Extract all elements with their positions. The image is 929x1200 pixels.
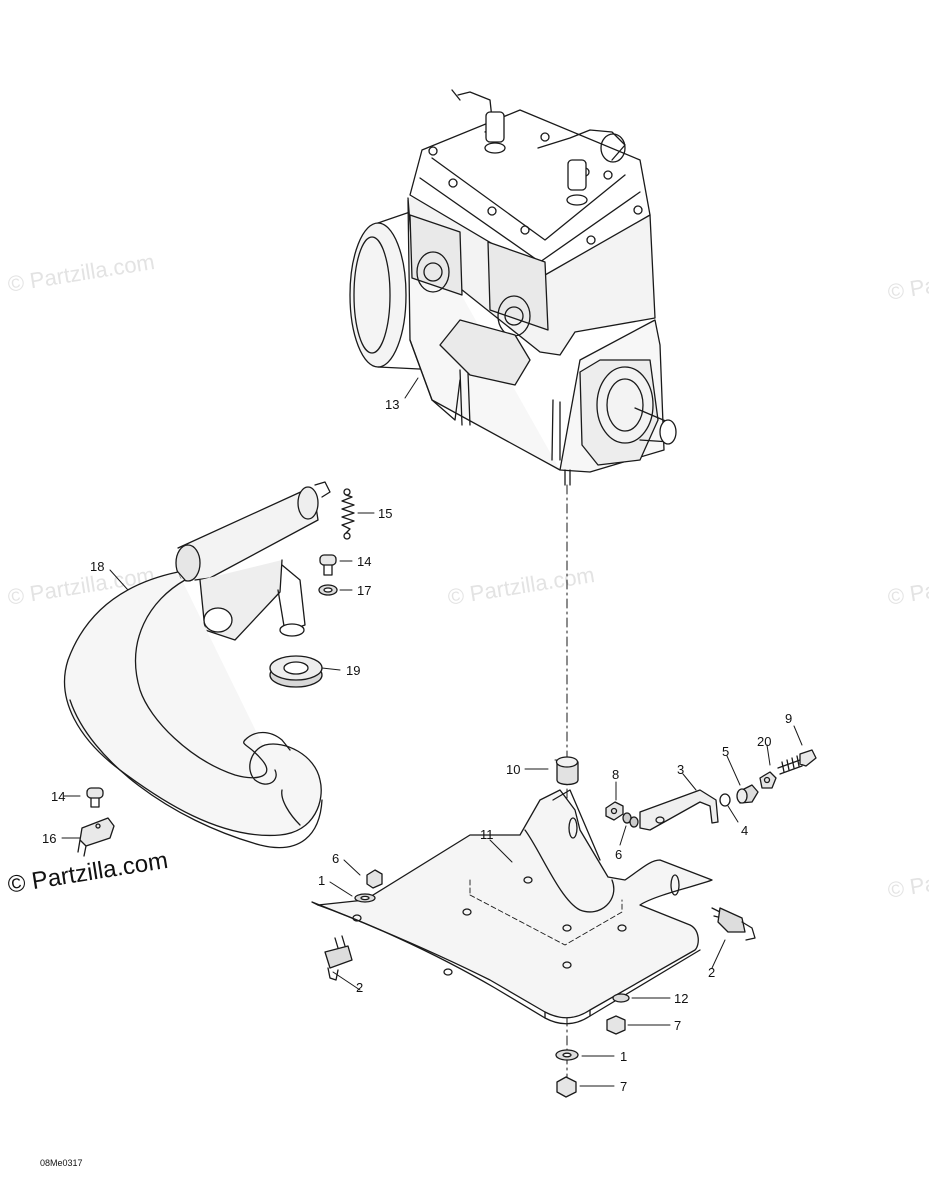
callout-3: 3 bbox=[677, 762, 685, 777]
callout-10: 10 bbox=[506, 762, 521, 777]
callout-2-left: 2 bbox=[356, 980, 364, 995]
drawing-code: 08Me0317 bbox=[40, 1158, 83, 1168]
washer-1-lower bbox=[555, 1049, 579, 1061]
exhaust-pipe-assembly bbox=[63, 481, 331, 849]
callout-6-right: 6 bbox=[615, 847, 623, 862]
callout-16: 16 bbox=[42, 831, 57, 846]
ring-4 bbox=[719, 793, 731, 807]
callout-12: 12 bbox=[674, 991, 689, 1006]
rubber-mount-left bbox=[324, 935, 353, 981]
callout-14-upper: 14 bbox=[357, 554, 372, 569]
callout-7-upper: 7 bbox=[674, 1018, 682, 1033]
leader-lines bbox=[61, 377, 803, 1087]
callout-9: 9 bbox=[785, 711, 793, 726]
nut-6-left bbox=[366, 869, 383, 889]
nut-20 bbox=[759, 771, 777, 789]
callout-17: 17 bbox=[357, 583, 372, 598]
bolt-14-upper bbox=[319, 554, 337, 576]
callout-8: 8 bbox=[612, 767, 620, 782]
engine-mounting-plate bbox=[311, 789, 713, 1025]
nut-8 bbox=[605, 801, 624, 821]
spacer-10 bbox=[555, 756, 579, 786]
nut-7-upper bbox=[606, 1015, 626, 1035]
callout-6-left: 6 bbox=[332, 851, 340, 866]
callout-13: 13 bbox=[385, 397, 400, 412]
spring bbox=[341, 488, 355, 540]
callout-18: 18 bbox=[90, 559, 105, 574]
bushing-5 bbox=[736, 784, 759, 804]
callout-15: 15 bbox=[378, 506, 393, 521]
bracket-3 bbox=[639, 789, 719, 831]
washer-17 bbox=[318, 584, 338, 596]
callout-2-right: 2 bbox=[708, 965, 716, 980]
callout-1-left: 1 bbox=[318, 873, 326, 888]
washer-12 bbox=[612, 993, 630, 1003]
callout-7-lower: 7 bbox=[620, 1079, 628, 1094]
washer-6-pair bbox=[622, 812, 639, 828]
callout-4: 4 bbox=[741, 823, 749, 838]
callout-1-lower: 1 bbox=[620, 1049, 628, 1064]
callout-19: 19 bbox=[346, 663, 361, 678]
grommet-19 bbox=[269, 655, 323, 688]
nut-7-lower bbox=[556, 1076, 577, 1098]
bolt-14-lower bbox=[86, 787, 104, 808]
bracket-16 bbox=[77, 817, 115, 857]
engine bbox=[349, 89, 677, 486]
washer-1-left bbox=[354, 893, 376, 903]
callout-14-lower: 14 bbox=[51, 789, 66, 804]
bolt-9 bbox=[777, 749, 817, 775]
callout-11: 11 bbox=[480, 827, 494, 842]
callout-5: 5 bbox=[722, 744, 730, 759]
callout-20: 20 bbox=[757, 734, 772, 749]
rubber-mount-right bbox=[711, 907, 756, 941]
